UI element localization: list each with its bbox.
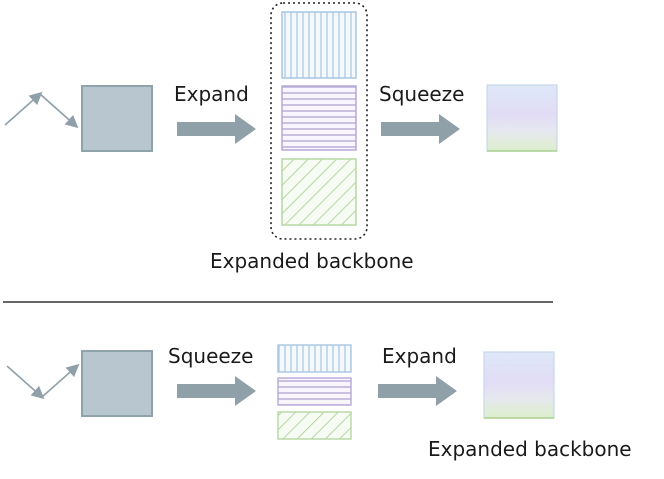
- top-output-block: [486, 84, 558, 152]
- top-blue-feature-map: [281, 11, 357, 79]
- top-purple-feature-map: [281, 85, 357, 151]
- bottom-input-arrows: [6, 363, 80, 400]
- top-green-feature-map: [281, 158, 357, 226]
- top-squeeze-label: Squeeze: [379, 82, 464, 106]
- bottom-purple-feature-map: [277, 377, 352, 406]
- expanded-backbone-frame: [270, 2, 368, 240]
- bottom-expand-arrow: [378, 376, 457, 406]
- bottom-green-feature-map: [277, 411, 352, 440]
- top-input-arrows: [4, 91, 79, 129]
- bottom-expand-label: Expand: [382, 344, 457, 368]
- bottom-output-block: [483, 351, 555, 419]
- bottom-input-block: [81, 350, 153, 417]
- bottom-blue-feature-map: [277, 344, 352, 373]
- bottom-squeeze-label: Squeeze: [168, 344, 253, 368]
- top-squeeze-arrow: [381, 114, 460, 144]
- top-caption: Expanded backbone: [210, 249, 414, 273]
- top-expand-label: Expand: [174, 82, 249, 106]
- bottom-squeeze-arrow: [177, 376, 256, 406]
- bottom-caption: Expanded backbone: [428, 437, 632, 461]
- top-expand-arrow: [177, 114, 256, 144]
- top-input-block: [81, 85, 153, 152]
